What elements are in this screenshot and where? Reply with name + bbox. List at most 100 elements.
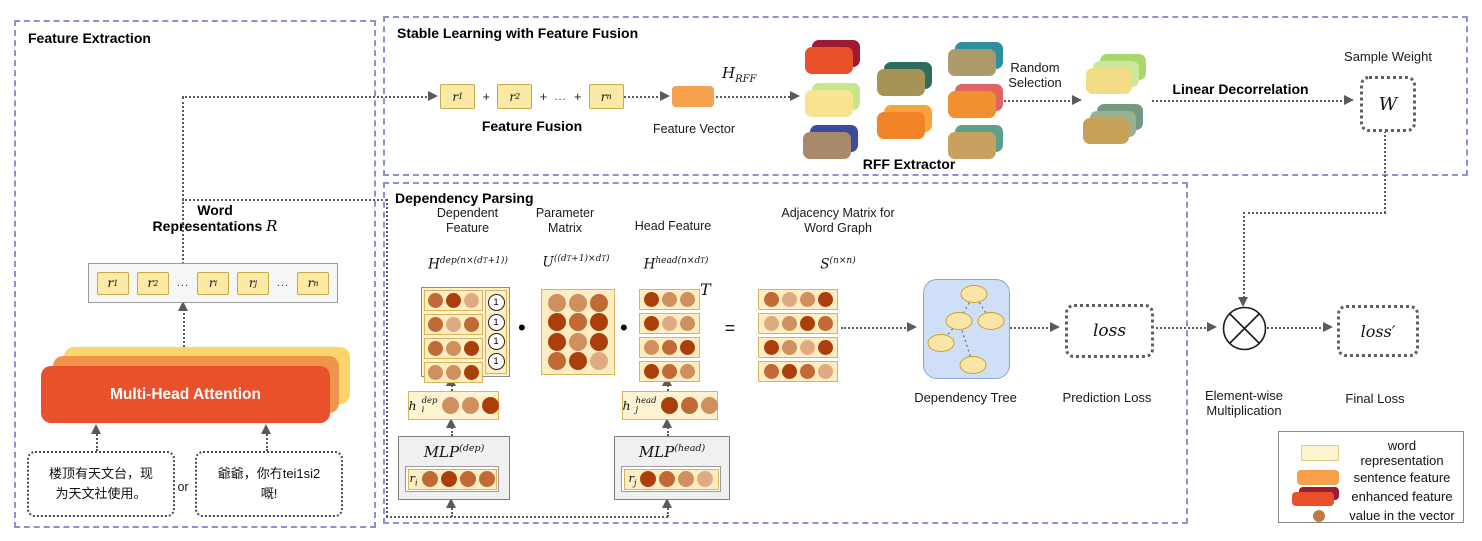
input-sentence-1: 楼顶有天文台，现 为天文社使用。	[27, 451, 175, 517]
ri-label: ri	[409, 471, 417, 487]
arrowhead	[662, 418, 672, 428]
connector-parsing-bottom	[386, 516, 668, 518]
dot-product-1: •	[518, 315, 526, 340]
feature-vector-label: Feature Vector	[653, 122, 735, 136]
h-rff-sub: RFF	[735, 74, 757, 85]
arrowhead	[907, 322, 917, 332]
mlp-dep-label: MLP(dep)	[399, 443, 509, 461]
h-rff-base: H	[722, 64, 736, 82]
arrowhead	[446, 418, 456, 428]
mlp-head-box: MLP(head) rj	[614, 436, 730, 500]
feature-card	[803, 132, 851, 159]
sentence1-line1: 楼顶有天文台，现	[48, 465, 153, 481]
hi-circles	[441, 397, 499, 414]
legend-row-value-dot: value in the vector	[1287, 506, 1455, 525]
rj-circles	[640, 471, 714, 487]
ri-circles	[421, 471, 495, 487]
sentence2-line2: 嘅!	[260, 486, 278, 501]
hj-base: h	[622, 398, 631, 413]
rj-sub: j	[634, 478, 637, 488]
dependency-parsing-title: Dependency Parsing	[395, 190, 534, 206]
f-u-sup-e: )	[606, 254, 610, 264]
sentence-swatch-rect	[1297, 470, 1339, 485]
feature-card	[877, 112, 925, 139]
arrowhead	[428, 91, 438, 101]
f-u-sup-d: T	[601, 255, 607, 263]
hi-sup: dep	[421, 396, 438, 406]
sentence2-line1: 爺爺，你冇tei1si2	[217, 465, 321, 481]
mlp-head-sup: (head)	[674, 443, 706, 454]
adj-label-l2: Word Graph	[804, 220, 872, 235]
word-representations-label: Word Representations R	[100, 202, 330, 235]
connector-multiply-to-final	[1267, 327, 1329, 329]
adjacency-matrix-label: Adjacency Matrix for Word Graph	[768, 206, 908, 236]
multi-head-attention-block: Multi-Head Attention	[41, 366, 330, 423]
f-head-sup-a: head(n×d	[655, 256, 701, 266]
feature-card	[1086, 68, 1132, 94]
random-label-line2: Selection	[1008, 75, 1062, 91]
word-label-line1: Word	[197, 202, 233, 218]
feature-extraction-panel	[14, 20, 376, 528]
legend-row-sentence-feature: sentence feature	[1287, 468, 1455, 487]
word-label-line2: Representations	[152, 218, 263, 235]
connector-mha-to-wordrep	[183, 308, 185, 347]
legend-label: value in the vector	[1349, 508, 1455, 523]
legend-label: word representation	[1360, 438, 1444, 468]
rj-label: rj	[629, 471, 637, 487]
connector-mlp-to-hi	[451, 424, 453, 436]
or-label: or	[177, 480, 189, 494]
mlp-dep-base: MLP	[423, 443, 460, 461]
feature-card	[805, 90, 853, 117]
f-dep-sup-c: +1))	[487, 256, 508, 266]
prediction-loss-box: loss	[1065, 304, 1154, 358]
connector-w-left	[1243, 212, 1386, 214]
transpose-t-label: T	[700, 280, 711, 299]
mlp-head-label: MLP(head)	[615, 443, 729, 461]
arrowhead	[178, 301, 188, 311]
legend-label: sentence feature	[1353, 470, 1451, 485]
connector-mlp-to-hj	[667, 424, 669, 436]
connector-adj-to-tree	[841, 327, 913, 329]
rj-wrap: rj	[621, 466, 721, 492]
connector-mlp-dep-in	[451, 505, 453, 517]
connector-wordrep-up	[182, 97, 184, 264]
dependent-feature-grid	[424, 290, 483, 383]
h-rff-label: HRFF	[722, 64, 757, 85]
feature-card	[948, 132, 996, 159]
arrowhead	[1072, 95, 1082, 105]
dependency-tree-label: Dependency Tree	[914, 390, 1017, 405]
arrowhead	[660, 91, 670, 101]
connector-to-fusion	[182, 96, 430, 98]
hi-base: h	[408, 398, 417, 413]
feature-fusion-label: Feature Fusion	[481, 118, 583, 134]
hj-sup: head	[635, 396, 657, 406]
elementwise-l1: Element-wise	[1204, 388, 1284, 403]
enhanced-feature-swatch	[1287, 487, 1339, 506]
mlp-dep-sup: (dep)	[459, 443, 485, 454]
value-swatch-dot	[1313, 509, 1325, 522]
connector-loss-to-multiply	[1149, 327, 1213, 329]
enhanced-swatch-front	[1292, 492, 1334, 506]
f-dep-sup-a: dep(n×(d	[439, 256, 483, 266]
legend: word representation sentence feature enh…	[1278, 431, 1464, 523]
rff-extractor-label: RFF Extractor	[862, 156, 956, 172]
param-label-l1: Parameter	[535, 206, 595, 220]
connector-mlp-head-in	[667, 505, 669, 517]
dependency-parsing-panel	[383, 182, 1188, 524]
mlp-dep-box: MLP(dep) ri	[398, 436, 510, 500]
parameter-matrix-label: Parameter Matrix	[520, 206, 610, 236]
input-sentence-2: 爺爺，你冇tei1si2 嘅!	[195, 451, 343, 517]
legend-row-word-representation: word representation	[1287, 438, 1455, 468]
feature-extraction-title: Feature Extraction	[28, 30, 151, 46]
elementwise-l2: Multiplication	[1206, 403, 1282, 419]
f-s-sup-a: (n×n)	[829, 256, 856, 266]
formula-h-dep: Hdep(n×(dT+1))	[422, 256, 514, 273]
f-u-sup-c: +1)×d	[571, 254, 602, 264]
linear-decorrelation-label: Linear Decorrelation	[1172, 81, 1309, 97]
f-s-base: S	[820, 256, 830, 273]
